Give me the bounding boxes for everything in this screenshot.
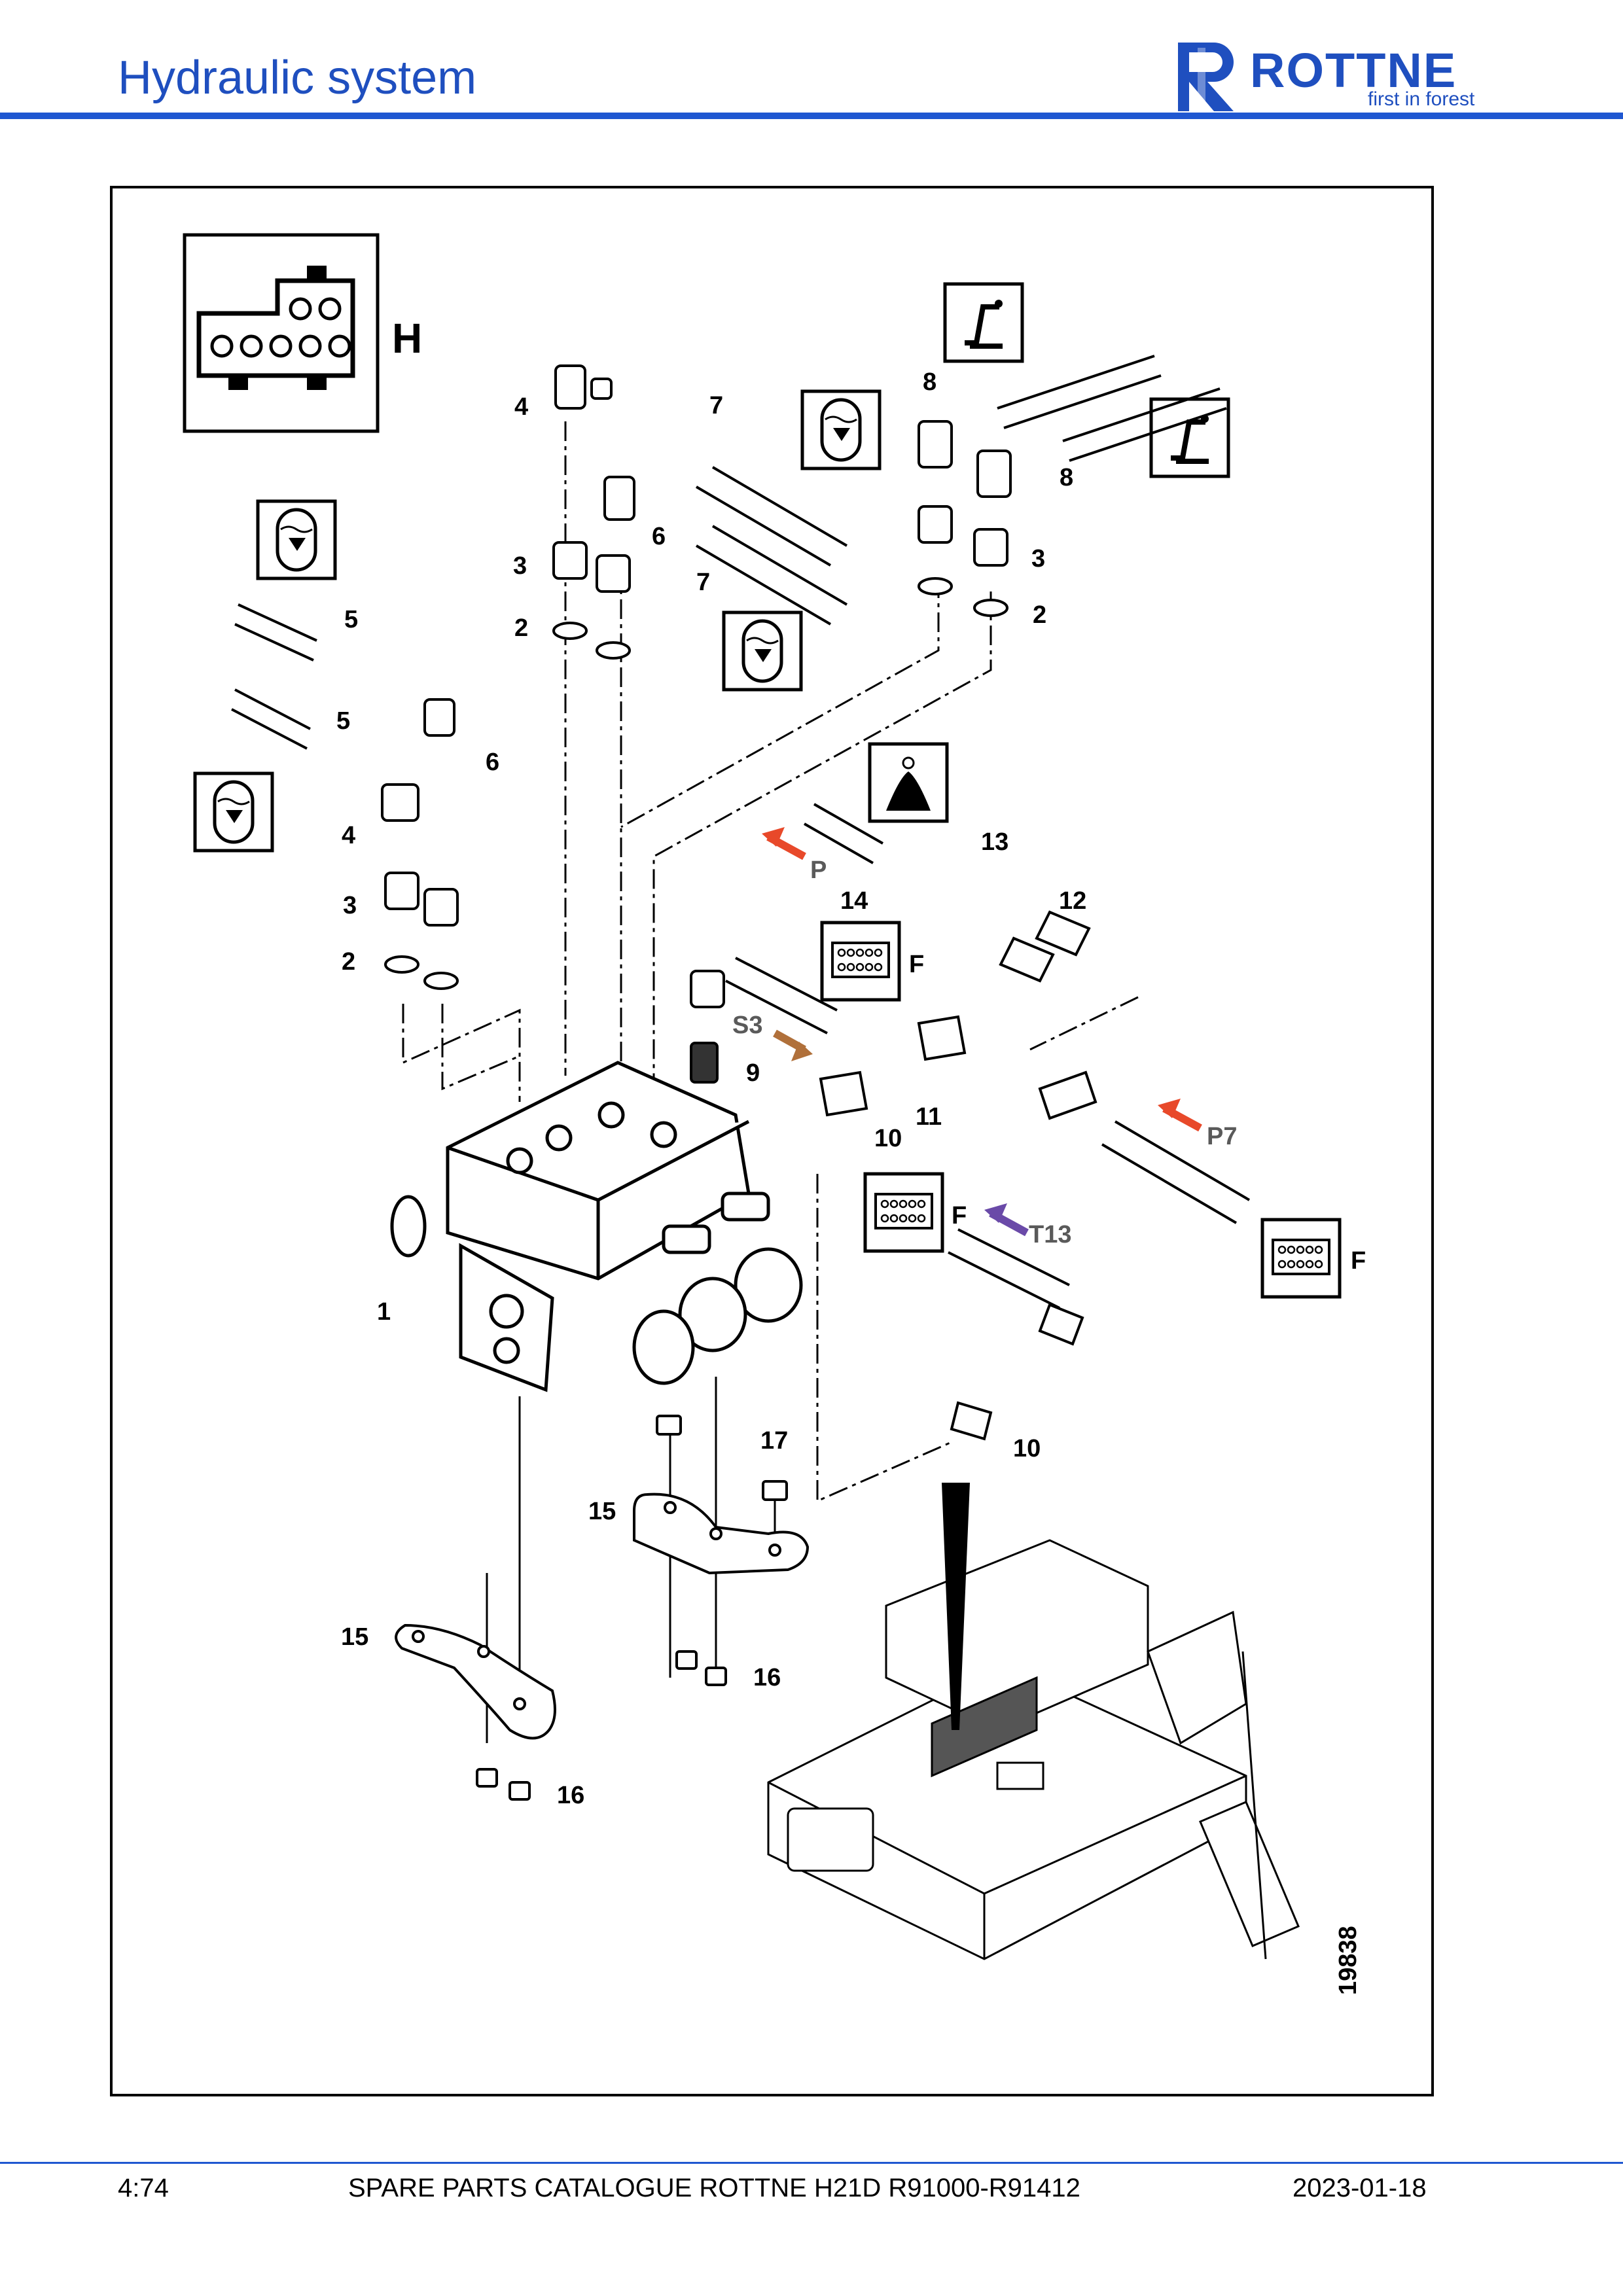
flow-label-s3: S3 bbox=[732, 1012, 762, 1039]
accumulator-symbol-icon bbox=[800, 389, 882, 470]
accumulator-symbol-icon bbox=[722, 610, 803, 692]
callout-6: 6 bbox=[652, 523, 666, 550]
mounting-bracket bbox=[395, 1623, 556, 1740]
logo-wordmark: ROTTNE bbox=[1250, 43, 1457, 97]
callout-16: 16 bbox=[753, 1664, 781, 1691]
flow-label-p7: P7 bbox=[1207, 1123, 1237, 1150]
hydraulic-exploded-view: H bbox=[183, 233, 1366, 1995]
callout-4: 4 bbox=[342, 822, 355, 849]
symbol-letter-h: H bbox=[392, 315, 422, 362]
machine-frame-overview bbox=[767, 1539, 1300, 1960]
callout-7: 7 bbox=[696, 569, 710, 596]
fittings bbox=[381, 364, 1097, 1441]
logo-tagline: first in forest bbox=[1368, 88, 1475, 110]
callout-17: 17 bbox=[760, 1427, 788, 1455]
connector-symbol-h: H bbox=[183, 233, 422, 433]
accumulator-symbol-icon bbox=[193, 771, 274, 853]
routing-lines bbox=[402, 421, 1139, 1503]
valve-block bbox=[390, 1061, 803, 1392]
symbol-letter-f: F bbox=[1351, 1247, 1366, 1275]
catalogue-title: SPARE PARTS CATALOGUE ROTTNE H21D R91000… bbox=[348, 2174, 1080, 2202]
callout-5: 5 bbox=[336, 707, 350, 735]
callout-15: 15 bbox=[588, 1498, 616, 1525]
footer-divider bbox=[0, 2162, 1623, 2164]
callout-labels: 1 2 2 2 3 3 3 4 4 5 5 6 6 7 7 8 8 9 10 1… bbox=[336, 368, 1086, 1809]
callout-1: 1 bbox=[377, 1298, 391, 1326]
symbol-letter-f: F bbox=[909, 951, 924, 978]
rottne-r-logo-icon bbox=[1178, 43, 1234, 111]
hoses bbox=[231, 355, 1251, 1309]
callout-12: 12 bbox=[1059, 887, 1086, 915]
flow-label-t13: T13 bbox=[1029, 1221, 1071, 1248]
symbol-letter-f: F bbox=[952, 1202, 967, 1229]
flow-arrow-p7 bbox=[1158, 1099, 1202, 1132]
drawing-number: 19838 bbox=[1334, 1926, 1362, 1995]
callout-7: 7 bbox=[709, 392, 723, 419]
callout-2: 2 bbox=[1033, 601, 1046, 629]
rottne-logo: ROTTNE first in forest bbox=[1171, 36, 1512, 115]
callout-15: 15 bbox=[341, 1623, 368, 1651]
mounting-bracket bbox=[633, 1492, 810, 1575]
bolts bbox=[476, 1415, 788, 1801]
accumulator-symbol-icon bbox=[256, 499, 337, 580]
callout-6: 6 bbox=[486, 749, 499, 776]
flow-arrow-s3 bbox=[773, 1029, 813, 1061]
callout-11: 11 bbox=[916, 1103, 942, 1131]
connector-symbol-f: F bbox=[1260, 1218, 1366, 1299]
callout-3: 3 bbox=[1031, 545, 1045, 573]
grapple-symbol-icon bbox=[868, 742, 949, 823]
connector-symbol-f: F bbox=[820, 921, 924, 1002]
callout-2: 2 bbox=[514, 614, 528, 642]
callout-10: 10 bbox=[874, 1125, 902, 1152]
callout-5: 5 bbox=[344, 606, 358, 633]
nipples-and-orings bbox=[384, 505, 1008, 1084]
seat-symbol-icon bbox=[943, 282, 1024, 363]
callout-8: 8 bbox=[923, 368, 936, 396]
page-number: 4:74 bbox=[118, 2174, 169, 2202]
callout-3: 3 bbox=[513, 552, 527, 580]
callout-9: 9 bbox=[746, 1059, 760, 1087]
callout-16: 16 bbox=[557, 1782, 584, 1809]
connector-symbol-f: F bbox=[863, 1172, 967, 1253]
callout-14: 14 bbox=[840, 887, 868, 915]
flow-arrow-t13 bbox=[984, 1203, 1029, 1237]
header-divider bbox=[0, 113, 1623, 119]
exploded-diagram-frame: H bbox=[110, 186, 1434, 2096]
callout-3: 3 bbox=[343, 892, 357, 919]
flow-arrow-p bbox=[762, 827, 806, 860]
page-title: Hydraulic system bbox=[118, 52, 477, 104]
callout-2: 2 bbox=[342, 948, 355, 976]
location-pointer bbox=[942, 1483, 970, 1730]
callout-4: 4 bbox=[514, 393, 528, 421]
publication-date: 2023-01-18 bbox=[1293, 2174, 1427, 2202]
flow-label-p: P bbox=[810, 857, 827, 884]
callout-8: 8 bbox=[1060, 464, 1073, 491]
callout-10: 10 bbox=[1013, 1435, 1041, 1462]
callout-13: 13 bbox=[981, 828, 1008, 856]
